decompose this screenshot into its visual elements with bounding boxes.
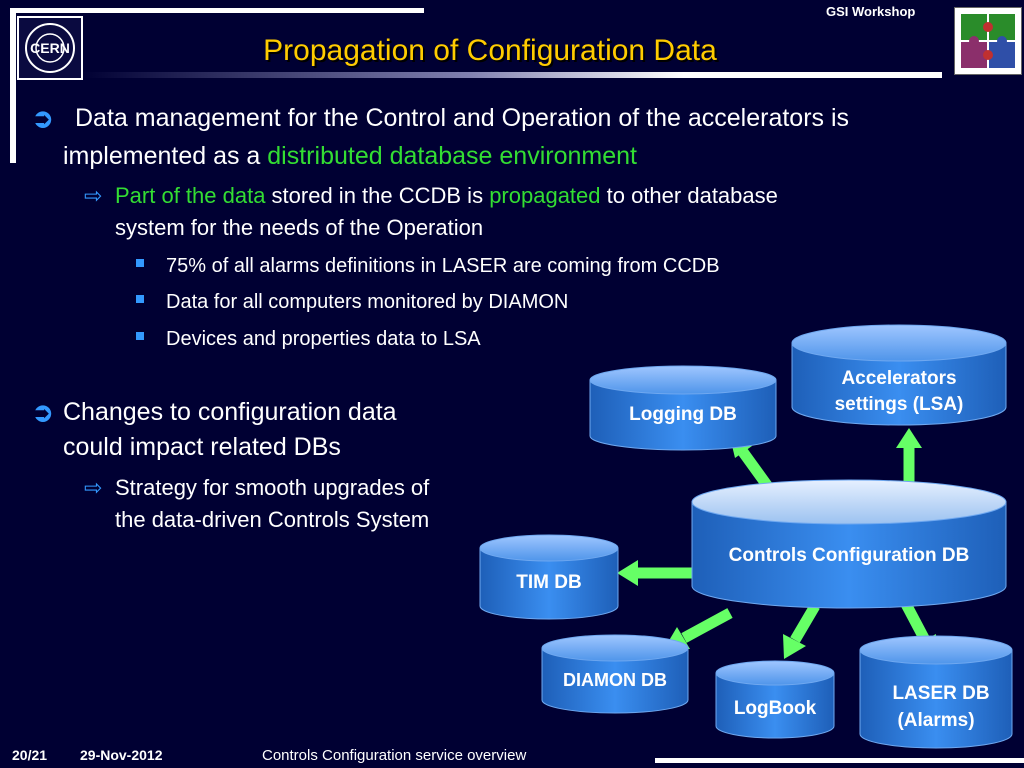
arrow-to-tim [617, 560, 697, 586]
header-frame-left [10, 8, 16, 163]
arrow-to-accelerators [896, 428, 922, 482]
bullet-1-marker: ➲ [32, 99, 54, 138]
tim-db-cylinder: TIM DB [479, 534, 619, 620]
sub-item-3: Devices and properties data to LSA [166, 328, 481, 350]
logging-db-label: Logging DB [629, 404, 737, 425]
bullet-arrow-icon: ➲ [32, 397, 54, 427]
sub-bullet-2-line1: Strategy for smooth upgrades of [115, 475, 430, 500]
sub-bullet-1-part4: to other database [600, 183, 778, 208]
accelerators-db-line1: Accelerators [841, 368, 956, 389]
title-underline [82, 72, 942, 78]
laser-db-line1: LASER DB [892, 683, 989, 704]
accelerators-db-cylinder: Accelerators settings (LSA) [791, 324, 1007, 426]
sub-bullet-1-marker: ⇨ [84, 180, 102, 212]
hollow-arrow-icon: ⇨ [84, 475, 103, 500]
cern-logo-text: CERN [30, 40, 70, 56]
sub-item-1: 75% of all alarms definitions in LASER a… [166, 255, 720, 277]
sub-bullet-2-marker: ⇨ [84, 472, 102, 504]
footer-page-number: 20/21 [12, 747, 48, 763]
bullet-1-line2: implemented as a distributed database en… [63, 137, 637, 175]
sub-bullet-1-line2: system for the needs of the Operation [115, 215, 484, 240]
header-frame-top [10, 8, 424, 13]
logbook-cylinder: LogBook [715, 660, 835, 739]
controls-configuration-db-label: Controls Configuration DB [729, 545, 970, 566]
diamon-db-label: DIAMON DB [563, 670, 667, 690]
accelerators-db-line2: settings (LSA) [835, 394, 964, 415]
page-title: Propagation of Configuration Data [263, 34, 717, 67]
sub-bullet-2-line2: the data-driven Controls System [115, 507, 430, 532]
sub-bullet-1-line1: Part of the data stored in the CCDB is p… [115, 180, 778, 212]
cern-logo: CERN [17, 16, 83, 80]
footer-subtitle: Controls Configuration service overview [262, 747, 527, 764]
hollow-arrow-icon: ⇨ [84, 183, 103, 208]
diamon-db-cylinder: DIAMON DB [541, 634, 689, 714]
bullet-2-marker: ➲ [32, 393, 54, 432]
puzzle-logo [954, 7, 1022, 75]
bullet-2-line2: could impact related DBs [63, 433, 341, 461]
footer-date: 29-Nov-2012 [80, 747, 163, 763]
sub-bullet-1-part1: Part of the data [115, 183, 266, 208]
tim-db-label: TIM DB [516, 572, 581, 593]
square-bullet-icon [136, 332, 144, 340]
sub-bullet-1-part2: stored in the CCDB is [265, 183, 490, 208]
workshop-label: GSI Workshop [826, 4, 916, 19]
square-bullet-icon [136, 259, 144, 267]
logging-db-cylinder: Logging DB [589, 365, 777, 451]
bullet-arrow-icon: ➲ [32, 103, 54, 133]
laser-db-line2: (Alarms) [897, 710, 974, 731]
sub-bullet-1-part3: propagated [489, 183, 601, 208]
bullet-2-line1: Changes to configuration data [63, 398, 397, 426]
arrow-to-logbook [783, 603, 820, 659]
logbook-label: LogBook [734, 698, 817, 719]
bullet-1-line2-prefix: implemented as a [63, 142, 268, 170]
footer-rule [655, 758, 1024, 763]
laser-db-cylinder: LASER DB (Alarms) [859, 635, 1013, 749]
bullet-1-highlight: distributed database environment [267, 142, 637, 170]
sub-item-2: Data for all computers monitored by DIAM… [166, 291, 569, 313]
controls-configuration-db-cylinder: Controls Configuration DB [691, 479, 1007, 609]
square-bullet-icon [136, 295, 144, 303]
bullet-1-line1: Data management for the Control and Oper… [75, 104, 850, 132]
